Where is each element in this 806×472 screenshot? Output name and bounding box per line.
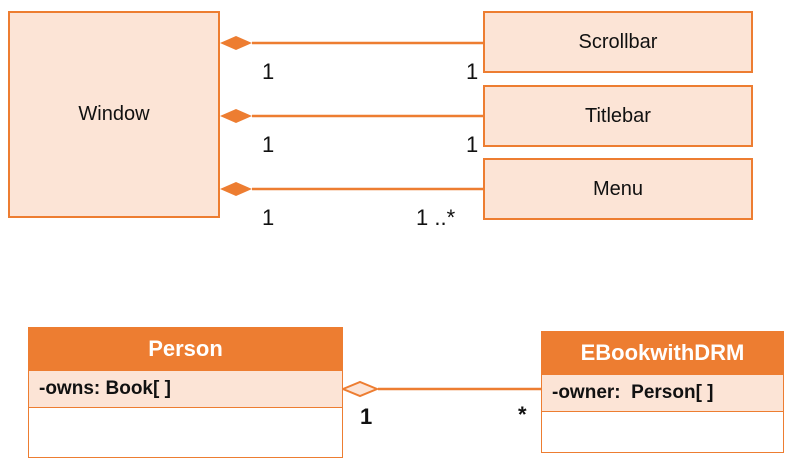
- menu-label: Menu: [592, 177, 644, 200]
- scrollbar-label: Scrollbar: [578, 30, 658, 53]
- multiplicity-titlebar: 1: [466, 132, 479, 157]
- multiplicity-person: 1: [360, 404, 373, 429]
- multiplicity-scrollbar: 1: [466, 59, 479, 84]
- multiplicity-window-scrollbar: 1: [262, 59, 275, 84]
- person-class-name: Person: [29, 328, 342, 370]
- person-class-attribute: -owns: Book[ ]: [29, 370, 342, 408]
- person-class: Person -owns: Book[ ]: [28, 327, 343, 458]
- titlebar-label: Titlebar: [585, 104, 651, 127]
- multiplicity-ebookwithdrm: *: [518, 402, 527, 427]
- composition-diamond-scrollbar: [220, 36, 252, 50]
- window-label: Window: [78, 103, 150, 125]
- menu-box: Menu: [483, 158, 753, 220]
- composition-diamond-menu: [220, 182, 252, 196]
- multiplicity-window-menu: 1: [262, 205, 275, 230]
- multiplicity-window-titlebar: 1: [262, 132, 275, 157]
- ebookwithdrm-class-attribute: -owner: Person[ ]: [542, 374, 783, 412]
- titlebar-box: Titlebar: [483, 85, 753, 147]
- ebookwithdrm-class-name: EBookwithDRM: [542, 332, 783, 374]
- ebookwithdrm-class: EBookwithDRM -owner: Person[ ]: [541, 331, 784, 453]
- composition-diamond-titlebar: [220, 109, 252, 123]
- aggregation-diamond-person: [340, 380, 380, 398]
- multiplicity-menu: 1 ..*: [416, 205, 456, 230]
- scrollbar-box: Scrollbar: [483, 11, 753, 73]
- window-box: Window: [8, 11, 220, 218]
